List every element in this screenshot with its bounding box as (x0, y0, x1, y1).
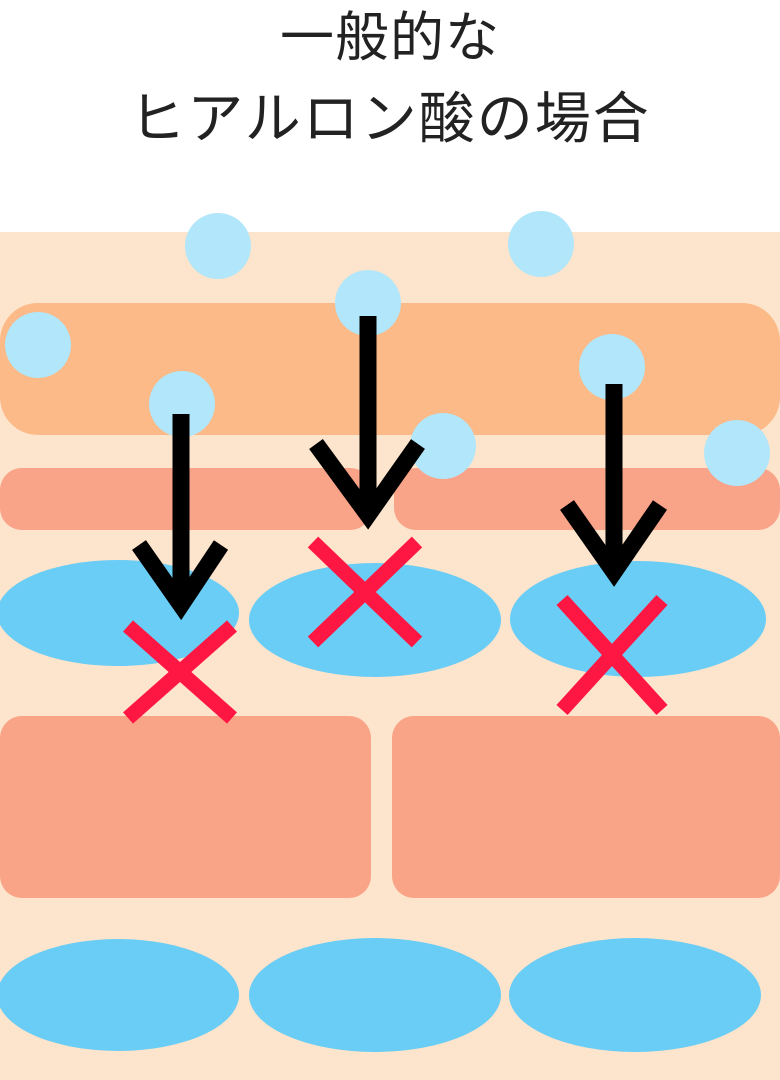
arrow-down-icon (132, 414, 229, 621)
lower-skin-block-left (0, 716, 371, 898)
cross-mark-icon (307, 536, 423, 648)
skin-cell-bottom-middle (249, 938, 501, 1052)
hyaluronic-acid-droplet-icon (185, 213, 251, 279)
hyaluronic-acid-droplet-icon (5, 312, 71, 378)
skin-cell-bottom-right (509, 938, 761, 1052)
skin-cell-upper-middle (249, 563, 501, 677)
hyaluronic-acid-droplet-icon (704, 420, 770, 486)
skin-cell-bottom-left (0, 939, 239, 1051)
title-line-2: ヒアルロン酸の場合 (129, 87, 651, 152)
middle-skin-layer-right (394, 468, 780, 530)
cross-mark-icon (123, 620, 237, 724)
arrow-down-icon (560, 384, 668, 587)
hyaluronic-acid-droplet-icon (335, 270, 401, 336)
hyaluronic-acid-droplet-icon (149, 371, 215, 437)
hyaluronic-acid-droplet-icon (410, 413, 476, 479)
cross-mark-icon (556, 594, 668, 716)
lower-skin-block-right (392, 716, 780, 898)
hyaluronic-acid-droplet-icon (508, 211, 574, 277)
title-line-1: 一般的な (280, 6, 500, 69)
arrow-down-icon (309, 316, 425, 530)
hyaluronic-acid-droplet-icon (579, 334, 645, 400)
